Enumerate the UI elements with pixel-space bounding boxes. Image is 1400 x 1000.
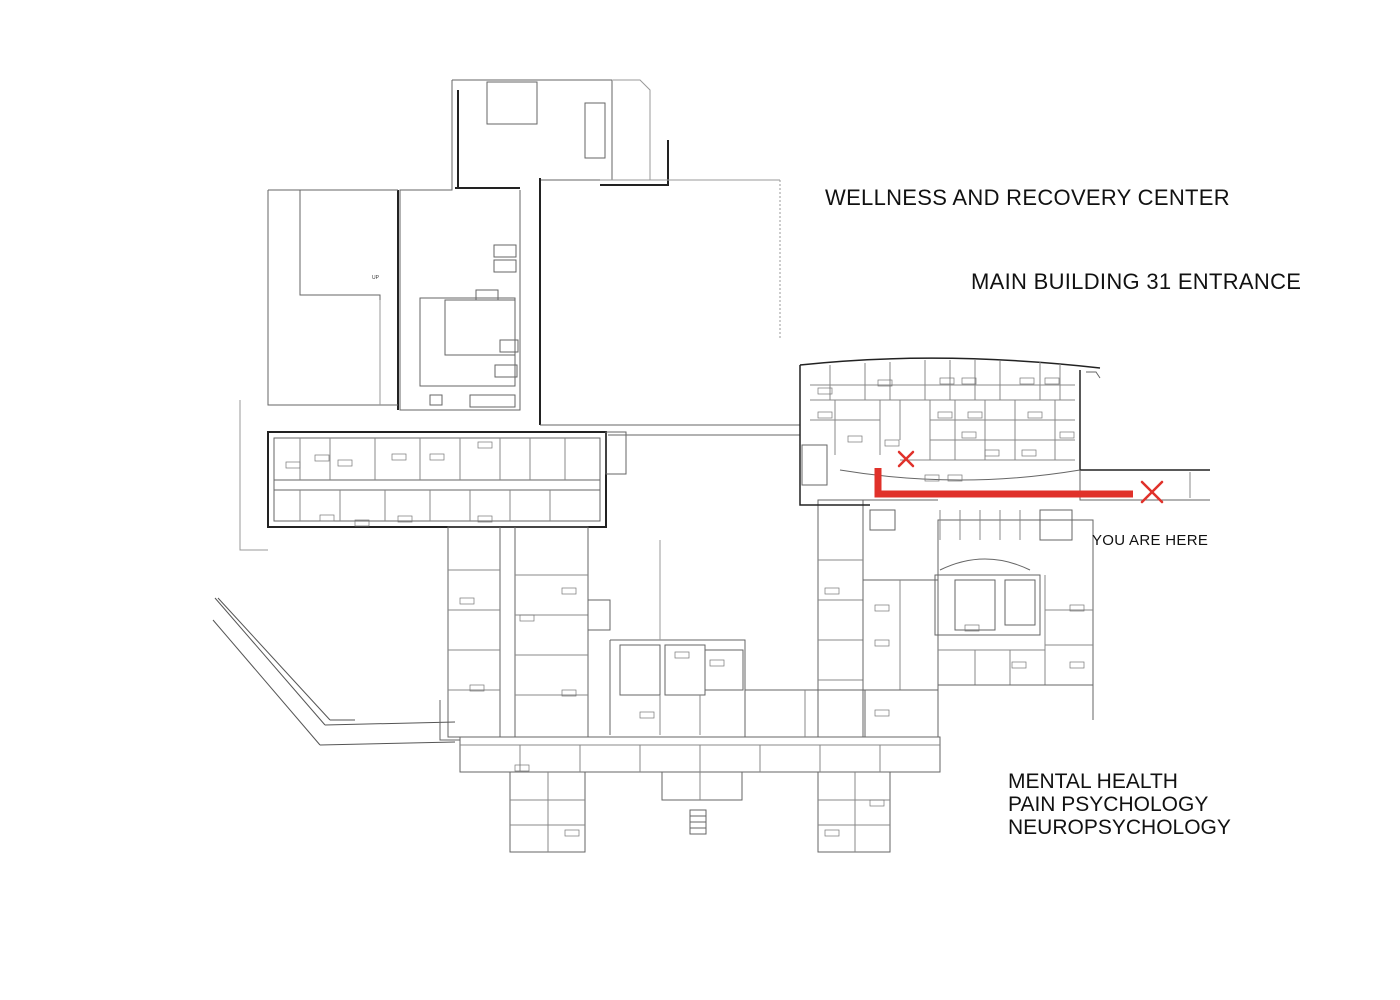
you-are-here-x-marker (1140, 480, 1164, 504)
route-path (874, 468, 1133, 498)
department-pain-psychology: PAIN PSYCHOLOGY (1008, 793, 1209, 816)
stair-up-label: UP (372, 275, 380, 281)
route-line (874, 468, 1133, 498)
department-neuropsychology: NEUROPSYCHOLOGY (1008, 816, 1231, 839)
diagonal-ramp (212, 597, 456, 746)
department-mental-health: MENTAL HEALTH (1008, 770, 1178, 793)
north-annex (397, 79, 669, 425)
map-subtitle: MAIN BUILDING 31 ENTRANCE (971, 269, 1302, 294)
you-are-here-label: YOU ARE HERE (1092, 532, 1209, 549)
department-list: MENTAL HEALTH PAIN PSYCHOLOGY NEUROPSYCH… (1008, 770, 1231, 839)
map-title: WELLNESS AND RECOVERY CENTER (825, 185, 1230, 210)
wellness-building (799, 357, 1210, 506)
central-wing (447, 526, 746, 738)
east-wing (817, 499, 1094, 738)
west-wing (239, 400, 627, 551)
destination-x-marker (897, 450, 915, 468)
south-block (459, 689, 941, 853)
